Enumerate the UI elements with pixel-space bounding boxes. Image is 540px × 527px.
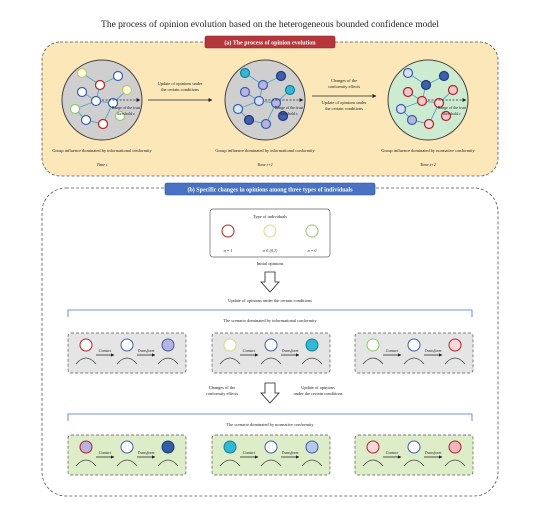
info-box-2-contact: Contact	[243, 348, 257, 353]
update-label: Update of opinions under the certain con…	[228, 298, 312, 303]
figure-title: The process of opinion evolution based o…	[101, 19, 439, 30]
arrow-a1-label-2: the certain conditions	[161, 87, 199, 92]
norm-bracket	[67, 413, 473, 421]
panel-2-caption: Group influence dominated by information…	[215, 148, 315, 153]
norm-box-2	[211, 434, 331, 476]
type-icon-alpha-mid	[263, 224, 277, 238]
network-time-t1	[224, 59, 306, 141]
arrow-a1-label-1: Update of opinions under	[158, 81, 203, 86]
info-box-1-transform: Transform	[138, 348, 155, 353]
type-icon-alpha-1	[221, 224, 235, 238]
info-box-1-contact: Contact	[99, 348, 113, 353]
norm-box-1-transform: Transform	[138, 450, 155, 455]
type-label-3: α = 0	[308, 248, 317, 253]
type-label-2: α ∈ (0,1)	[263, 248, 278, 254]
panel-a-header: (a) The process of opinion evolution	[224, 40, 316, 47]
panel-b-frame	[41, 187, 499, 497]
panel-a-header-badge	[204, 35, 336, 49]
panel-b-header: (b) Specific changes in opinions among t…	[187, 187, 353, 194]
down-arrow-2	[260, 382, 280, 404]
range-label-2-line2: threshold ε	[280, 111, 298, 116]
norm-box-3	[354, 434, 474, 476]
info-box-3-transform: Transform	[425, 348, 442, 353]
arrow-a2-label-top-2: conformity effects	[328, 84, 361, 89]
panel-3-time: Time t+2	[420, 162, 437, 167]
info-bracket	[67, 309, 473, 317]
panel-1-time: Time t	[97, 162, 109, 167]
middle-left-line2: conformity effects	[206, 391, 239, 396]
norm-box-3-contact: Contact	[386, 450, 400, 455]
range-label-1-line2: threshold ε	[117, 111, 135, 116]
panel-2-time: Time t+1	[257, 162, 273, 167]
range-label-3-line2: threshold ε	[443, 111, 461, 116]
range-label-3-line1: Range of the trust	[438, 105, 467, 110]
middle-right-line1: Update of opinions	[301, 385, 335, 390]
norm-box-1-contact: Contact	[99, 450, 113, 455]
norm-box-2-contact: Contact	[243, 450, 257, 455]
info-scenario-label: The scenario dominated by informational …	[223, 318, 317, 323]
info-box-1	[67, 332, 187, 374]
arrow-a2-label-bottom-2: the certain conditions	[325, 106, 363, 111]
range-label-2-line1: Range of the trust	[275, 105, 304, 110]
down-arrow-1	[260, 271, 280, 293]
arrow-a2-label-top-1: Changes of the	[331, 78, 357, 83]
panel-1-caption: Group influence dominated by information…	[52, 148, 152, 153]
middle-left-line1: Changes of the	[209, 385, 235, 390]
info-box-3	[354, 332, 474, 374]
info-box-3-contact: Contact	[386, 348, 400, 353]
range-label-1-line1: Range of the trust	[112, 105, 141, 110]
norm-box-1	[67, 434, 187, 476]
panel-3-caption: Group influence dominated by normative c…	[381, 148, 475, 153]
panel-b-header-badge	[164, 182, 376, 196]
info-box-2	[211, 332, 331, 374]
network-time-t2	[387, 59, 469, 141]
norm-scenario-label: The scenario dominated by normative conf…	[226, 422, 314, 427]
type-icon-alpha-0	[305, 224, 319, 238]
type-label-1: α = 1	[224, 248, 233, 253]
norm-box-2-transform: Transform	[282, 450, 299, 455]
network-time-t	[61, 59, 143, 141]
norm-box-3-transform: Transform	[425, 450, 442, 455]
types-title: Type of individuals	[253, 214, 287, 219]
middle-right-line2: under the certain conditions	[294, 391, 343, 396]
arrow-a2-label-bottom-1: Update of opinions under	[322, 100, 367, 105]
info-box-2-transform: Transform	[282, 348, 299, 353]
initial-opinions-label: Initial opinions	[257, 261, 284, 266]
